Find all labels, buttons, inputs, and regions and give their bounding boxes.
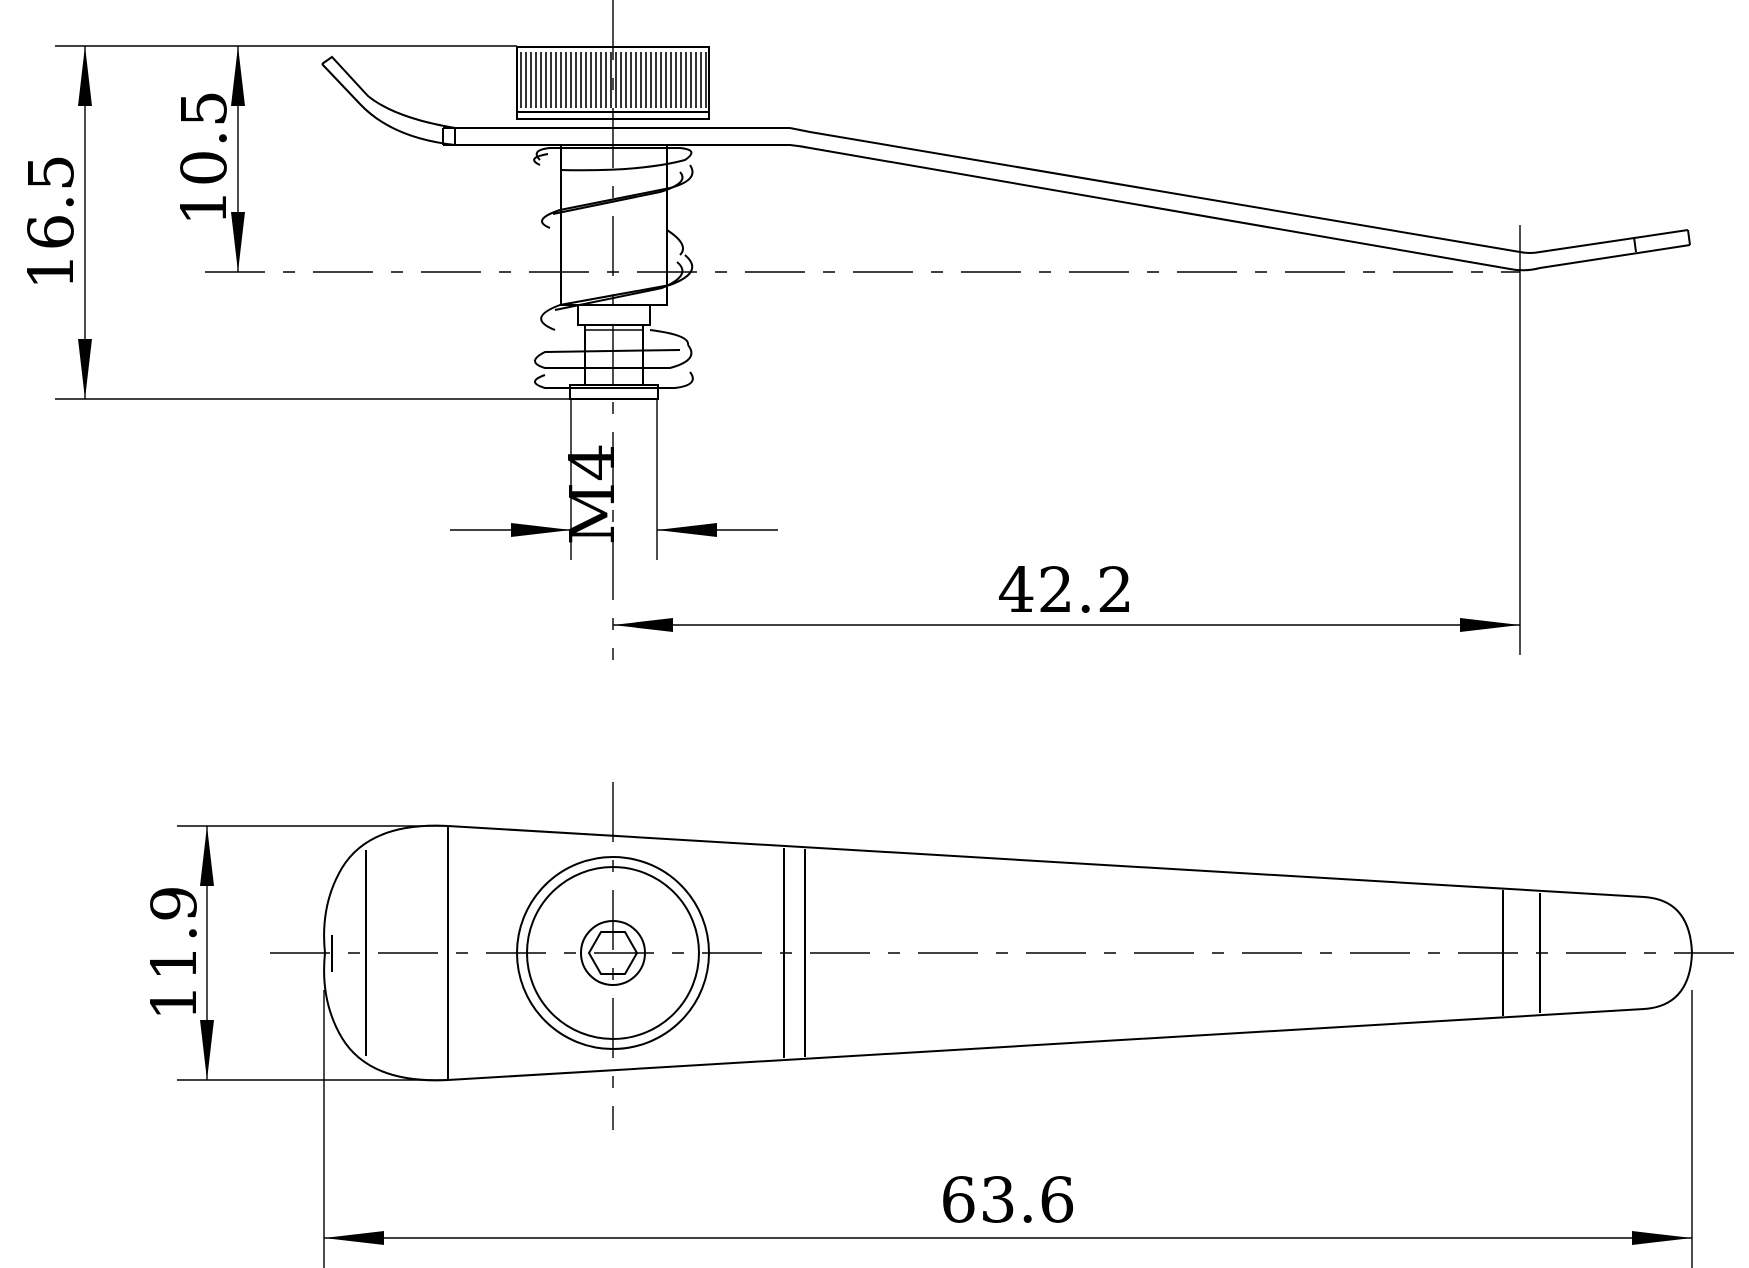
- top-view: 11.9 63.6: [138, 782, 1749, 1268]
- overall-height-label: 16.5: [15, 153, 88, 291]
- lever-plate-side: [321, 55, 1691, 272]
- lever-height-dimension: 10.5: [168, 46, 245, 272]
- lever-width-label: 11.9: [138, 884, 211, 1022]
- overall-length-label: 63.6: [939, 1164, 1077, 1237]
- lever-height-label: 10.5: [168, 89, 241, 227]
- reach-dimension: 42.2: [613, 225, 1521, 655]
- overall-length-dimension: 63.6: [323, 990, 1693, 1268]
- reach-label: 42.2: [997, 554, 1135, 627]
- thread-label: M4: [556, 443, 629, 546]
- side-view: M4 42.2 16.5 10.5: [15, 0, 1691, 660]
- hex-socket-icon: [587, 931, 639, 975]
- overall-height-dimension: 16.5: [15, 45, 570, 400]
- lever-width-dimension: 11.9: [138, 825, 448, 1081]
- spring: [533, 147, 694, 389]
- thread-dimension: M4: [450, 398, 778, 560]
- knob-top: [516, 856, 710, 1050]
- screw-body: [560, 144, 668, 400]
- knurled-knob: [516, 46, 710, 120]
- lever-outline-top: [323, 824, 1694, 1082]
